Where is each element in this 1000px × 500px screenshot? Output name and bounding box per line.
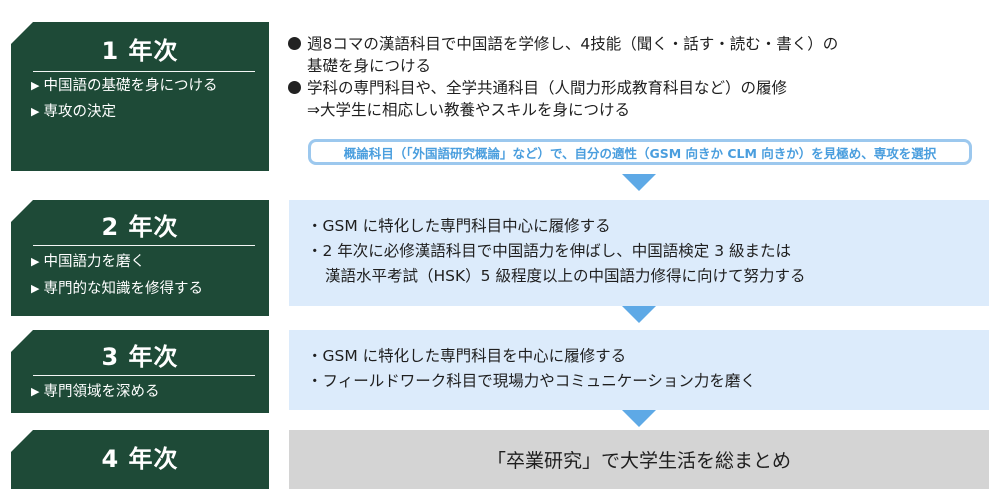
year3-divider (33, 375, 255, 376)
year1-bullet-1-cont: 基礎を身につける (307, 57, 432, 75)
year2-divider (33, 245, 255, 246)
year3-goal-1: 専門領域を深める (31, 383, 159, 402)
year4-title: 4 年次 (101, 445, 179, 473)
year1-bullet-2: 学科の専門科目や、全学共通科目（人間力形成教育科目など）の履修 (288, 77, 988, 99)
year2-goal-1: 中国語力を磨く (31, 253, 145, 272)
year1-goal-2: 専攻の決定 (31, 103, 116, 122)
year3-title: 3 年次 (101, 343, 179, 371)
year1-bullet-2-cont: ⇒大学生に相応しい教養やスキルを身につける (307, 101, 630, 119)
down-arrow-icon (622, 174, 656, 191)
year3-line-2: ・フィールドワーク科目で現場力やコミュニケーション力を磨く (307, 372, 756, 390)
year2-card: 2 年次 中国語力を磨く 専門的な知識を修得する (11, 200, 269, 316)
year2-line-1: ・GSM に特化した専門科目中心に履修する (307, 217, 611, 235)
down-arrow-icon (622, 306, 656, 323)
down-arrow-icon (622, 410, 656, 427)
year1-description: 週8コマの漢語科目で中国語を学修し、4技能（聞く・話す・読む・書く）の 基礎を身… (288, 33, 988, 121)
year4-summary: 「卒業研究」で大学生活を総まとめ (289, 430, 989, 489)
bullet-icon (288, 81, 301, 94)
year4-card: 4 年次 (11, 430, 269, 489)
year3-card: 3 年次 専門領域を深める (11, 330, 269, 413)
year1-goal-1: 中国語の基礎を身につける (31, 77, 217, 96)
year2-title: 2 年次 (101, 213, 179, 241)
year2-line-3: 漢語水平考試（HSK）5 級程度以上の中国語力修得に向けて努力する (325, 267, 806, 285)
major-selection-note: 概論科目（「外国語研究概論」など）で、自分の適性（GSM 向きか CLM 向きか… (308, 139, 972, 165)
year3-panel: ・GSM に特化した専門科目を中心に履修する ・フィールドワーク科目で現場力やコ… (289, 330, 989, 410)
year3-line-1: ・GSM に特化した専門科目を中心に履修する (307, 347, 627, 365)
bullet-icon (288, 37, 301, 50)
year1-divider (33, 71, 255, 72)
year1-bullet-1: 週8コマの漢語科目で中国語を学修し、4技能（聞く・話す・読む・書く）の (288, 33, 988, 55)
year1-title: 1 年次 (101, 37, 179, 65)
year2-panel: ・GSM に特化した専門科目中心に履修する ・2 年次に必修漢語科目で中国語力を… (289, 200, 989, 306)
year2-goal-2: 専門的な知識を修得する (31, 280, 203, 299)
year2-line-2: ・2 年次に必修漢語科目で中国語力を伸ばし、中国語検定 3 級または (307, 242, 792, 260)
year1-card: 1 年次 中国語の基礎を身につける 専攻の決定 (11, 22, 269, 171)
